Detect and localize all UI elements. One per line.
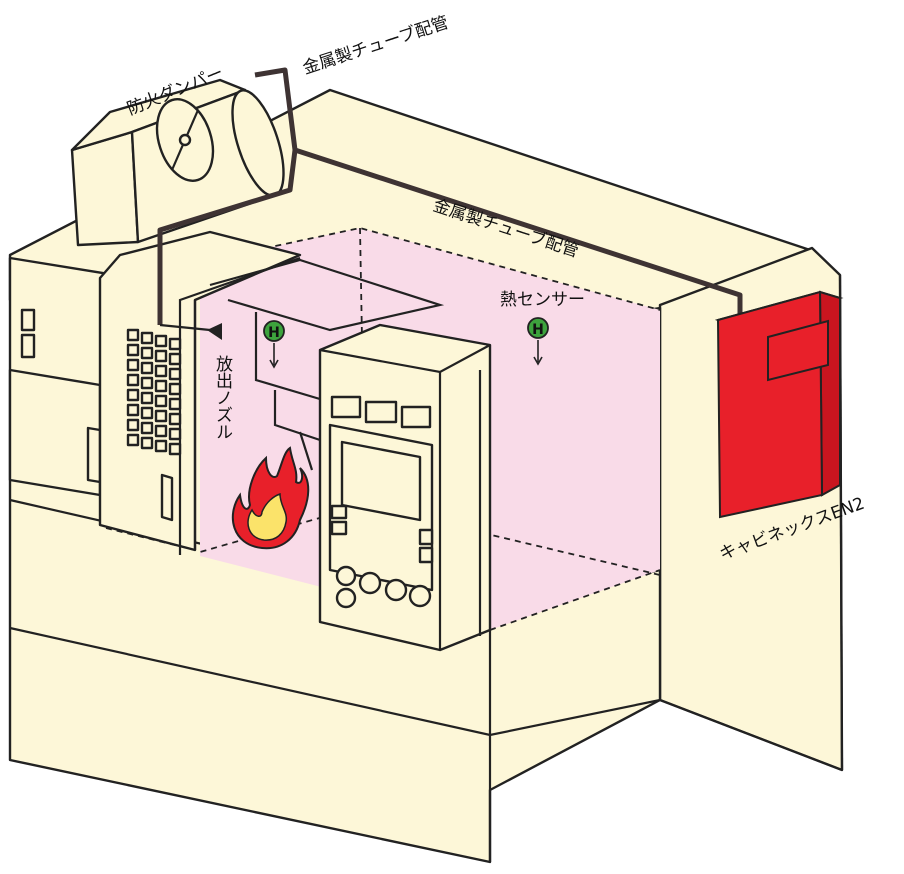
- control-panel: [320, 325, 490, 650]
- sensor-symbol: H: [268, 325, 280, 341]
- suppression-unit: [718, 292, 840, 517]
- sensor-symbol: H: [532, 322, 544, 338]
- label-heat-sensor: 熱センサー: [500, 290, 585, 310]
- door-handle: [162, 475, 172, 520]
- label-discharge-nozzle: 放出ノズル: [212, 355, 233, 440]
- label-metal-tube-top: 金属製チューブ配管: [300, 12, 451, 79]
